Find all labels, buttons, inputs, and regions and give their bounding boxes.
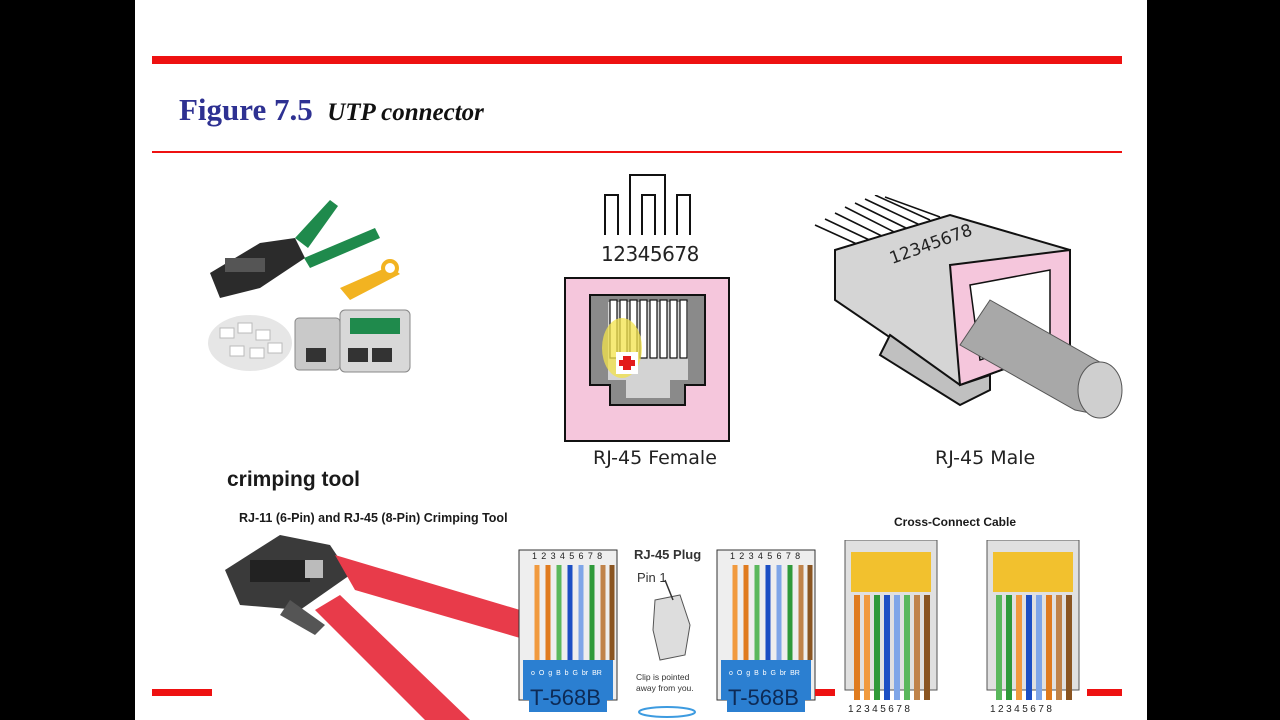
- bottom-red-rule-mid: [815, 689, 835, 696]
- crimping-tool-photo: [225, 535, 520, 720]
- plug-a-standard: T-568B: [530, 685, 601, 710]
- crimping-tool-subtitle: RJ-11 (6-Pin) and RJ-45 (8-Pin) Crimping…: [239, 511, 508, 525]
- cross-connect-label: Cross-Connect Cable: [894, 515, 1017, 529]
- rj45-male-diagram: [814, 195, 1123, 419]
- top-red-rule: [152, 56, 1122, 64]
- t568b-plug-b: [716, 549, 816, 712]
- figure-title: Figure 7.5 UTP connector: [179, 92, 484, 128]
- crimping-tool-label: crimping tool: [227, 468, 360, 491]
- title-underline: [152, 151, 1122, 153]
- plug-b-pin-numbers: 12345678: [730, 551, 805, 561]
- cross-connect-plug-b: [986, 540, 1080, 700]
- plug-b-standard: T-568B: [728, 685, 799, 710]
- rj45-female-label: RJ-45 Female: [593, 447, 717, 469]
- crimping-kit-image: [208, 200, 411, 373]
- rj45-plug-label: RJ-45 Plug: [634, 547, 702, 562]
- cross-b-pin-numbers: 12345678: [990, 704, 1055, 715]
- cross-connect-plug-a: [844, 540, 938, 700]
- clip-note-line2: away from you.: [636, 683, 694, 693]
- pin-numbers-female: 12345678: [601, 242, 699, 266]
- rj45-male-label: RJ-45 Male: [935, 447, 1036, 469]
- plug-a-pin-numbers: 12345678: [532, 551, 607, 561]
- rj45-female-diagram: [564, 174, 730, 442]
- plug-a-wire-codes: o O g B b G br BR: [531, 670, 602, 677]
- wiring-diagrams: [518, 540, 1080, 718]
- figure-number: Figure 7.5: [179, 92, 313, 127]
- bottom-red-rule-left: [152, 689, 212, 696]
- clip-note-line1: Clip is pointed: [636, 672, 690, 682]
- slide: Figure 7.5 UTP connector: [135, 0, 1147, 720]
- plug-b-wire-codes: o O g B b G br BR: [729, 670, 800, 677]
- figure-caption: UTP connector: [327, 99, 484, 126]
- cross-a-pin-numbers: 12345678: [848, 704, 913, 715]
- bottom-red-rule-right: [1087, 689, 1122, 696]
- pin1-label: Pin 1: [637, 570, 667, 585]
- t568b-plug-a: [518, 549, 618, 712]
